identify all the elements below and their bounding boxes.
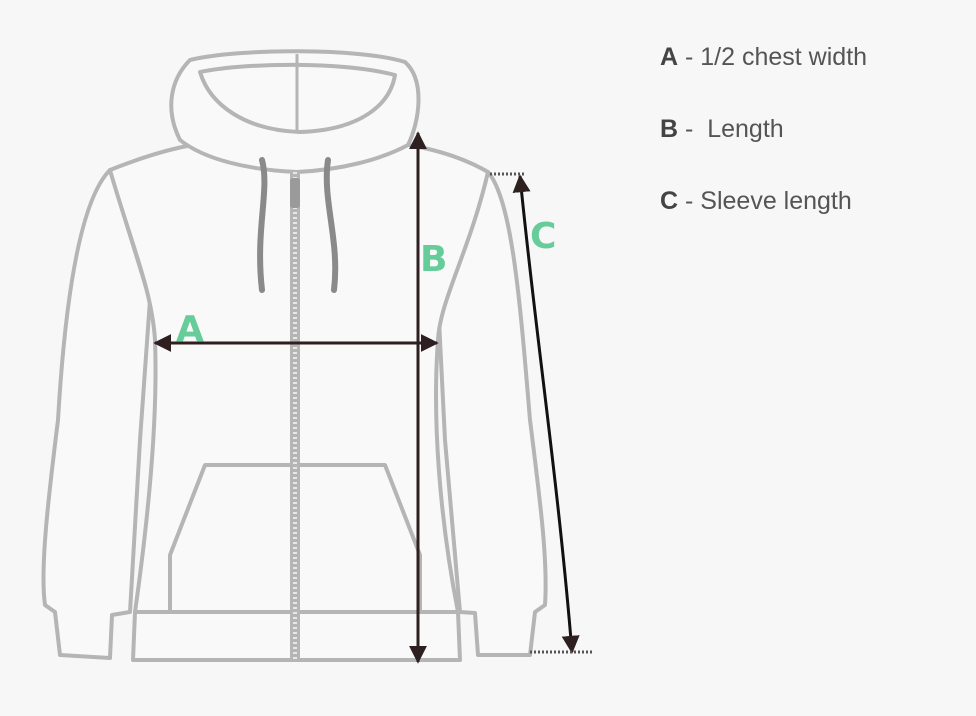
label-c: C <box>530 216 556 257</box>
label-a: A <box>176 309 204 350</box>
legend-key-b: B <box>660 115 679 143</box>
sleeve-length-arrow <box>512 174 580 654</box>
legend-item-a: A - 1/2 chest width <box>660 38 960 110</box>
legend-key-c: C <box>660 187 679 215</box>
legend-text-c: - Sleeve length <box>678 187 852 215</box>
legend-text-b: - Length <box>678 115 784 143</box>
measurement-legend: A - 1/2 chest width B - Length C - Sleev… <box>660 38 960 254</box>
left-sleeve <box>41 168 152 660</box>
zipper <box>290 172 300 660</box>
legend-item-b: B - Length <box>660 110 960 182</box>
label-b: B <box>420 239 447 280</box>
drawstrings <box>257 157 339 293</box>
legend-item-c: C - Sleeve length <box>660 182 960 254</box>
legend-text-a: - 1/2 chest width <box>678 43 868 71</box>
legend-key-a: A <box>660 43 679 71</box>
